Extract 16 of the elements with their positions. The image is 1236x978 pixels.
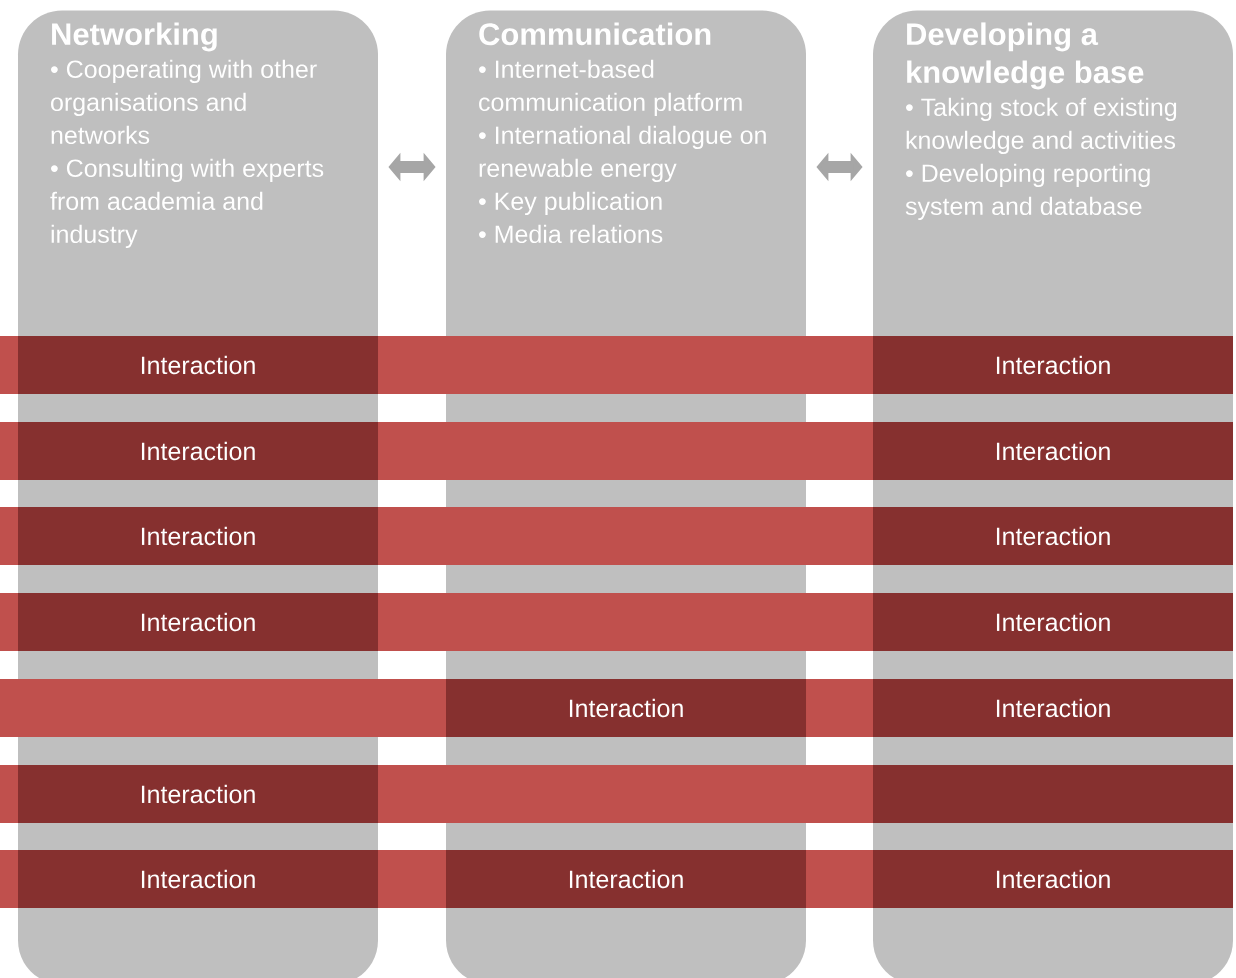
interaction-cell: Interaction <box>18 593 378 651</box>
interaction-cell: Interaction <box>18 336 378 394</box>
interaction-cell: Interaction <box>873 422 1233 480</box>
interaction-cell: Interaction <box>18 765 378 823</box>
interaction-cell: Interaction <box>446 679 806 737</box>
interaction-cell: Interaction <box>873 593 1233 651</box>
interaction-cell: Interaction <box>446 850 806 908</box>
interaction-cell: Interaction <box>873 336 1233 394</box>
interaction-cell: Interaction <box>873 507 1233 565</box>
interaction-cell: Interaction <box>873 850 1233 908</box>
interaction-cell: Interaction <box>18 850 378 908</box>
double-arrow <box>388 152 436 182</box>
interaction-cell: Interaction <box>18 507 378 565</box>
interaction-cell: Interaction <box>873 679 1233 737</box>
double-arrow <box>816 152 863 182</box>
interaction-cell: Interaction <box>18 422 378 480</box>
